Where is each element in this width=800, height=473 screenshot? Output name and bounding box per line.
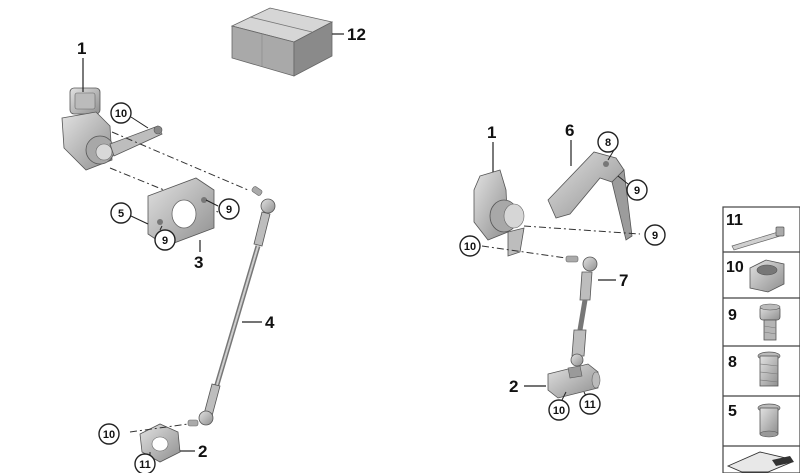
part-12-box	[230, 7, 334, 77]
left-height-sensor	[61, 87, 163, 171]
svg-text:9: 9	[226, 204, 232, 216]
svg-text:10: 10	[553, 405, 565, 417]
kit-reference-icon	[726, 451, 794, 473]
callout-10-c: 10	[459, 235, 481, 257]
side-item-label-0: 11	[726, 212, 743, 229]
label-4: 4	[265, 313, 275, 332]
svg-text:10: 10	[103, 429, 115, 441]
svg-text:9: 9	[162, 235, 168, 247]
label-12: 12	[347, 25, 366, 44]
svg-text:10: 10	[464, 241, 476, 253]
svg-text:5: 5	[118, 208, 124, 220]
callout-8-a: 8	[597, 131, 619, 161]
callout-10-b: 10	[98, 423, 120, 445]
side-parts-panel	[722, 206, 800, 473]
label-1-left: 1	[77, 39, 86, 58]
align-line-left-a	[111, 131, 249, 191]
bolt-icon	[759, 303, 781, 341]
callout-9-b: 9	[154, 225, 176, 251]
callout-9-a: 9	[205, 198, 240, 220]
right-height-sensor	[473, 169, 525, 257]
label-3: 3	[194, 253, 203, 272]
side-item-label-1: 10	[726, 259, 744, 276]
svg-text:11: 11	[584, 399, 596, 411]
cable-tie-icon	[731, 226, 785, 251]
callout-10-a: 10	[110, 102, 149, 129]
callout-11-b: 11	[579, 391, 601, 415]
align-line-left-c	[109, 167, 219, 213]
side-item-label-2: 9	[728, 307, 737, 324]
callout-5-a: 5	[110, 202, 149, 225]
part-2-clamp-right	[547, 363, 601, 399]
part-6-bracket	[547, 151, 633, 241]
svg-text:8: 8	[605, 137, 611, 149]
rivet-nut-icon	[757, 351, 781, 387]
svg-text:9: 9	[652, 230, 658, 242]
label-2-left: 2	[198, 442, 207, 461]
label-2-right: 2	[509, 377, 518, 396]
label-6: 6	[565, 121, 574, 140]
callout-11-a: 11	[134, 452, 156, 473]
align-line-left-d	[129, 423, 189, 433]
side-item-label-3: 8	[728, 354, 737, 371]
svg-text:9: 9	[634, 185, 640, 197]
part-7-link-rod	[565, 255, 598, 367]
side-item-label-4: 5	[728, 403, 737, 420]
part-3-bracket	[147, 177, 215, 247]
label-7: 7	[619, 271, 628, 290]
part-4-link-rod	[187, 186, 276, 427]
bushing-icon	[757, 403, 781, 438]
svg-text:11: 11	[139, 459, 151, 471]
align-line-right-a	[523, 225, 641, 235]
nut-icon	[749, 259, 785, 293]
label-1-right: 1	[487, 123, 496, 142]
callout-10-d: 10	[548, 391, 570, 421]
align-line-right-b	[481, 245, 581, 261]
callout-9-c: 9	[617, 175, 648, 201]
svg-text:10: 10	[115, 108, 127, 120]
callout-9-d: 9	[644, 224, 666, 246]
